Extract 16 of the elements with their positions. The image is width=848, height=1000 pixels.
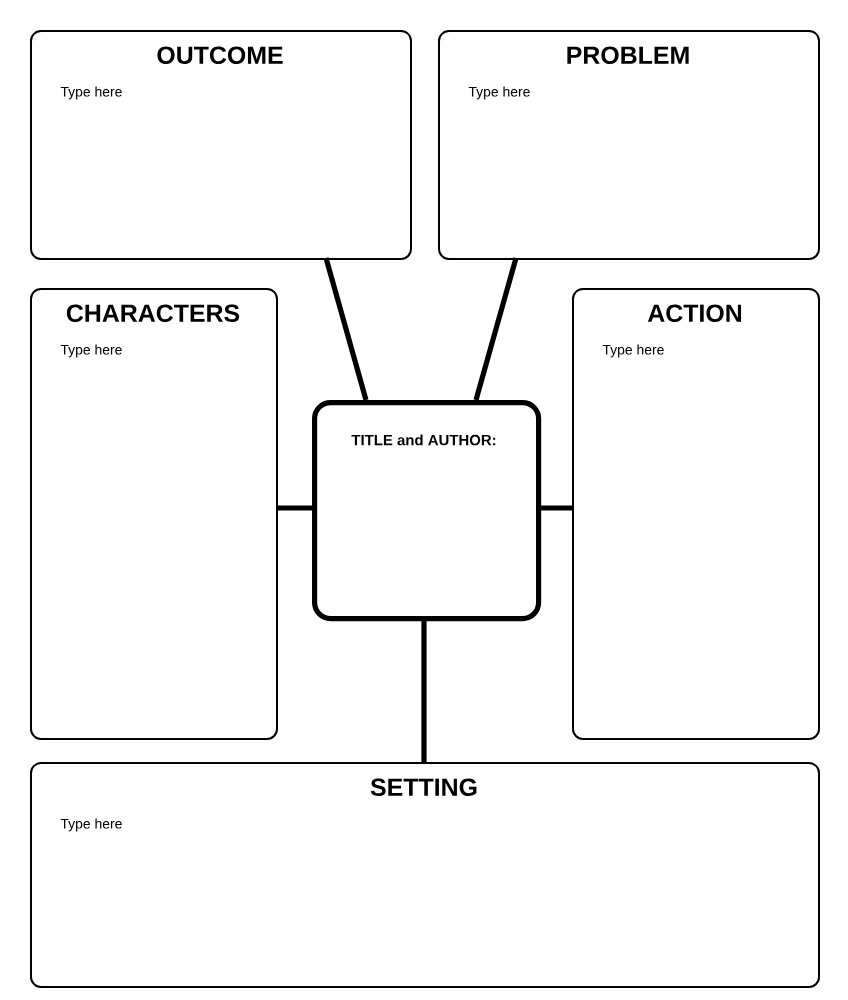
box-heading: SETTING [370,778,477,796]
text-box [312,400,542,622]
text-box [30,30,412,260]
connector-line [473,257,519,401]
text-box [438,30,820,260]
box-heading: PROBLEM [567,46,689,64]
text-box [30,288,278,740]
box-heading: OUTCOME [157,46,283,64]
connector-line [276,505,312,511]
box-heading: CHARACTERS [66,304,240,322]
connector-line [421,616,427,762]
box-heading: ACTION [647,304,742,322]
connector-line [323,257,369,401]
text-box [572,288,820,740]
text-box [30,762,820,988]
connector-line [536,505,572,511]
